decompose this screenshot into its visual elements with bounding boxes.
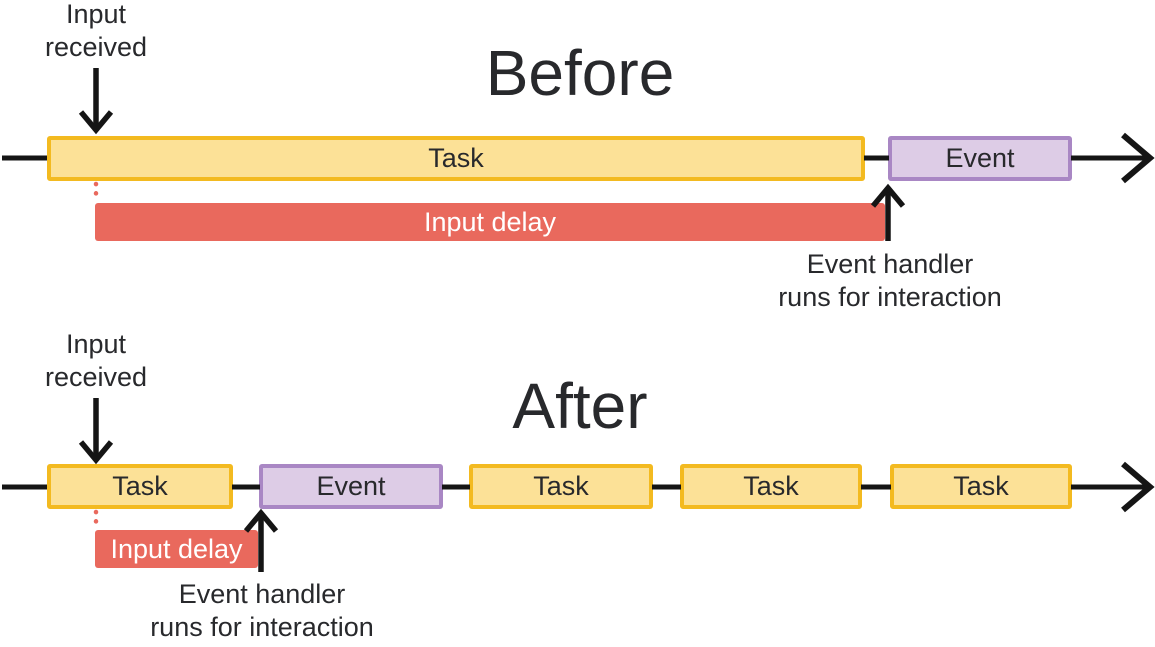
before-title: Before <box>485 37 675 109</box>
after-task-bar-1: Task <box>47 464 233 509</box>
before-input-delay-label: Input delay <box>423 206 557 237</box>
after-input-down-arrow-icon <box>78 398 114 465</box>
before-input-received-label: Input received <box>6 0 186 64</box>
before-input-received-line2: received <box>44 32 148 62</box>
before-input-delay-bar: Input delay <box>95 203 885 241</box>
before-event-handler-label: Event handler runs for interaction <box>740 248 1040 314</box>
after-input-delay-label: Input delay <box>110 533 243 564</box>
after-timeline-right-arrow-icon <box>1071 461 1155 513</box>
after-task-label-2: Task <box>533 471 589 501</box>
after-task-label-4: Task <box>953 471 1009 501</box>
before-event-handler-line1: Event handler <box>806 249 974 279</box>
after-input-received-line2: received <box>44 362 148 392</box>
before-task-bar: Task <box>47 136 865 181</box>
after-input-received-label: Input received <box>6 328 186 394</box>
after-event-handler-line1: Event handler <box>178 579 346 609</box>
after-task-bar-4: Task <box>890 464 1072 509</box>
before-event-handler-line2: runs for interaction <box>778 282 1002 312</box>
after-task-label-1: Task <box>112 471 168 501</box>
after-event-bar: Event <box>259 464 443 509</box>
after-input-delay-bar: Input delay <box>95 530 258 568</box>
before-event-bar: Event <box>888 136 1072 181</box>
after-event-handler-line2: runs for interaction <box>150 612 374 642</box>
before-input-down-arrow-icon <box>78 68 114 135</box>
after-event-handler-label: Event handler runs for interaction <box>112 578 412 644</box>
before-timeline-right-arrow-icon <box>1071 132 1155 184</box>
before-event-label: Event <box>945 143 1015 173</box>
after-task-label-3: Task <box>743 471 799 501</box>
after-title: After <box>512 370 648 442</box>
after-event-label: Event <box>316 471 386 501</box>
after-input-received-line1: Input <box>65 329 127 359</box>
before-task-label: Task <box>428 143 484 173</box>
after-task-bar-2: Task <box>469 464 653 509</box>
after-task-bar-3: Task <box>680 464 862 509</box>
before-input-received-line1: Input <box>65 0 127 29</box>
